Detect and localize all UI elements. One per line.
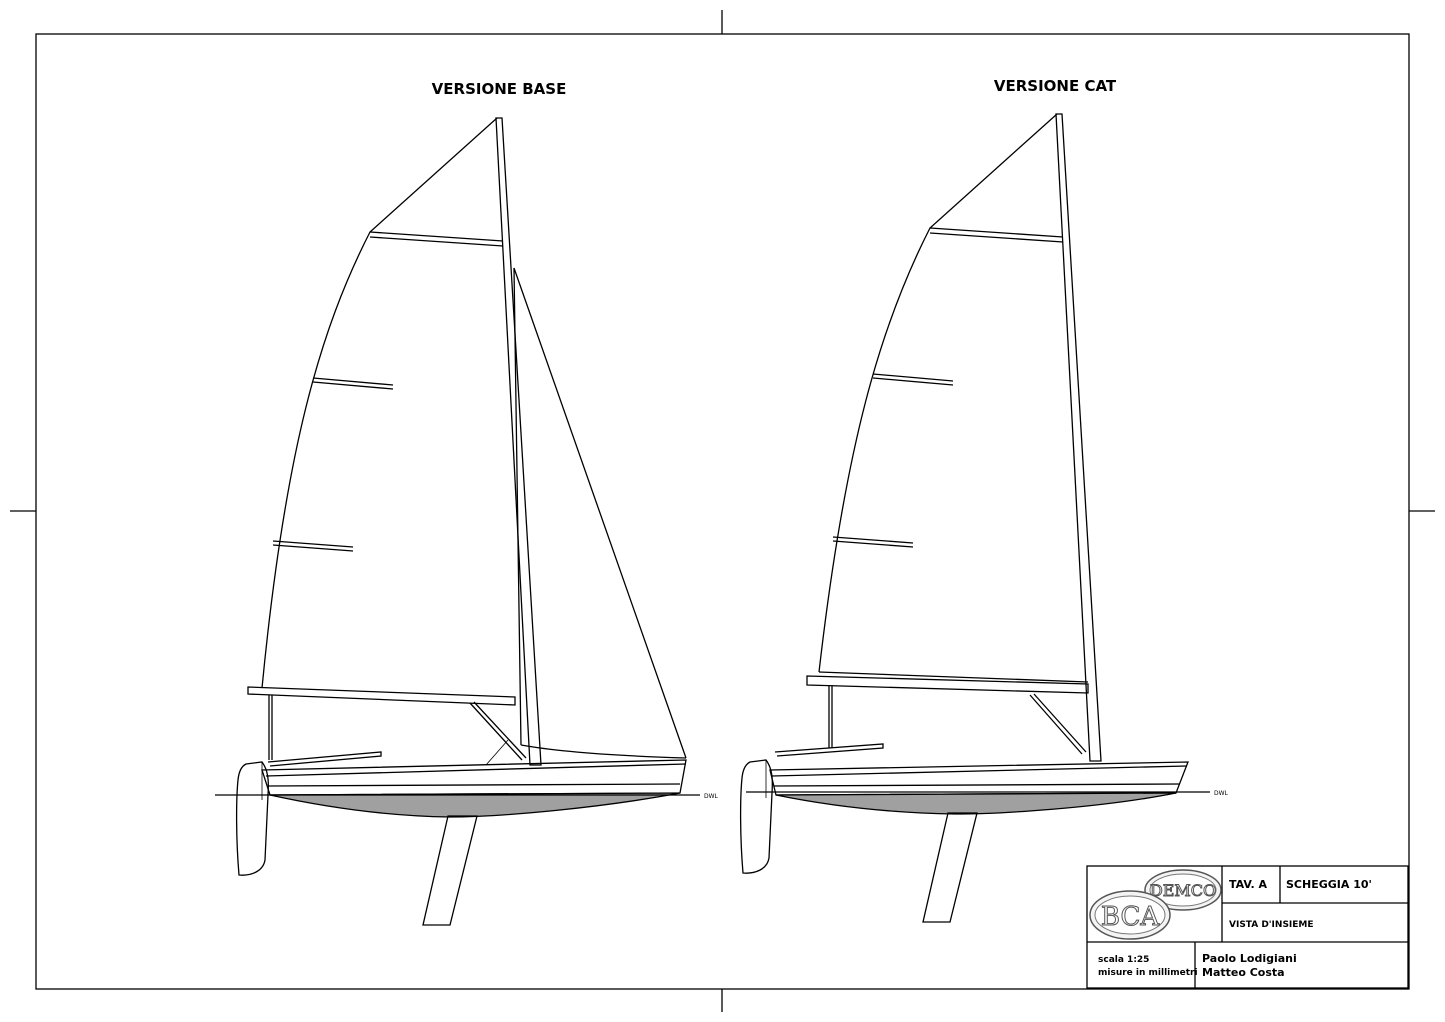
boom [247, 686, 516, 706]
boat-common [235, 117, 687, 926]
keel [422, 815, 478, 926]
mainsail [818, 113, 1058, 673]
center-marks [10, 10, 1435, 1012]
sheet-number: TAV. A [1229, 878, 1268, 891]
waterline-label: DWL [704, 793, 719, 800]
mast [1055, 113, 1102, 762]
units-label: misure in millimetri [1098, 968, 1198, 978]
title-block: DEMCO BCA TAV. A SCHEGGIA 10' VISTA D'IN… [1086, 865, 1409, 989]
mast [495, 117, 542, 766]
boom [806, 675, 1089, 694]
hull-underbody [269, 792, 681, 818]
keel [922, 812, 978, 923]
title-base-version: VERSIONE BASE [432, 80, 567, 98]
boat-base-version: DWL [215, 117, 719, 926]
mainsail [261, 117, 498, 689]
rudder [739, 759, 773, 874]
svg-text:BCA: BCA [1101, 902, 1160, 932]
scale-label: scala 1:25 [1098, 955, 1149, 965]
sheet-border [35, 33, 1410, 990]
jib [513, 267, 687, 759]
company-logo: DEMCO BCA [1089, 869, 1222, 940]
drawing-description: VISTA D'INSIEME [1229, 920, 1314, 930]
svg-text:DEMCO: DEMCO [1150, 881, 1216, 900]
waterline-label: DWL [1214, 790, 1229, 797]
title-cat-version: VERSIONE CAT [994, 77, 1117, 95]
hull-underbody [775, 792, 1177, 815]
rudder [235, 761, 269, 876]
project-name: SCHEGGIA 10' [1286, 878, 1372, 891]
author-2: Matteo Costa [1202, 966, 1285, 979]
author-1: Paolo Lodigiani [1202, 952, 1297, 965]
boat-cat-version: DWL [739, 113, 1229, 923]
